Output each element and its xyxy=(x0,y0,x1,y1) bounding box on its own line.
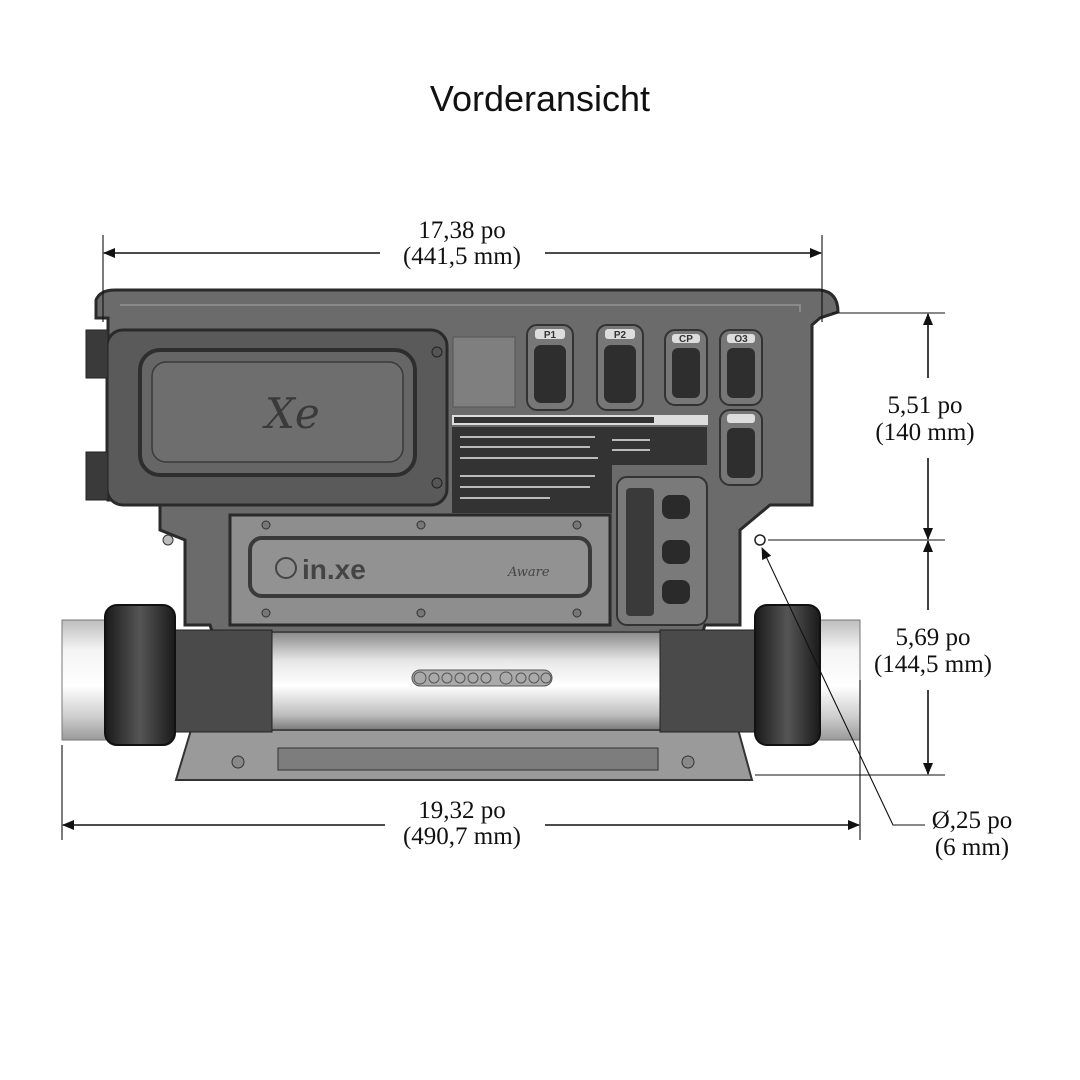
union-nut-left xyxy=(104,604,176,746)
pipe xyxy=(61,604,861,746)
panel-logo: in.xe xyxy=(302,554,366,585)
svg-text:P2: P2 xyxy=(614,330,627,341)
panel-brand: Aware xyxy=(507,565,550,580)
svg-text:19,32 po: 19,32 po xyxy=(418,797,506,824)
connector-p1: P1 xyxy=(526,324,574,411)
dimension-lower-height: 5,69 po (144,5 mm) xyxy=(755,540,992,776)
connector-o3: O3 xyxy=(719,329,763,406)
hinge-top xyxy=(85,329,109,379)
warning-label xyxy=(452,415,708,513)
hinge-bottom xyxy=(85,451,109,501)
connector-5 xyxy=(719,409,763,486)
svg-text:(140 mm): (140 mm) xyxy=(875,419,974,446)
cover-logo: Xe xyxy=(262,389,320,438)
svg-text:CP: CP xyxy=(679,334,693,345)
svg-text:(490,7 mm): (490,7 mm) xyxy=(403,823,521,850)
svg-text:(441,5 mm): (441,5 mm) xyxy=(403,243,521,270)
connector-cp: CP xyxy=(664,329,708,406)
connector-p2: P2 xyxy=(596,324,644,411)
svg-text:P1: P1 xyxy=(544,330,557,341)
svg-text:17,38 po: 17,38 po xyxy=(418,217,506,244)
dimension-upper-height: 5,51 po (140 mm) xyxy=(768,312,975,541)
view-title: Vorderansicht xyxy=(429,78,651,119)
front-panel: in.xe Aware xyxy=(228,513,612,627)
mounting-hole xyxy=(754,534,766,546)
dimension-bottom-width: 19,32 po (490,7 mm) xyxy=(61,680,861,850)
svg-text:5,51 po: 5,51 po xyxy=(888,392,963,419)
svg-text:5,69 po: 5,69 po xyxy=(896,624,971,651)
svg-text:(6 mm): (6 mm) xyxy=(935,834,1009,861)
svg-text:O3: O3 xyxy=(734,334,748,345)
svg-text:(144,5 mm): (144,5 mm) xyxy=(874,651,992,678)
svg-text:Ø,25 po: Ø,25 po xyxy=(932,807,1013,834)
union-nut-right xyxy=(754,604,821,746)
dimension-top-width: 17,38 po (441,5 mm) xyxy=(102,217,823,322)
controller-body: Xe P1 xyxy=(85,288,840,642)
dimension-hole-diameter: Ø,25 po (6 mm) xyxy=(761,547,1013,861)
